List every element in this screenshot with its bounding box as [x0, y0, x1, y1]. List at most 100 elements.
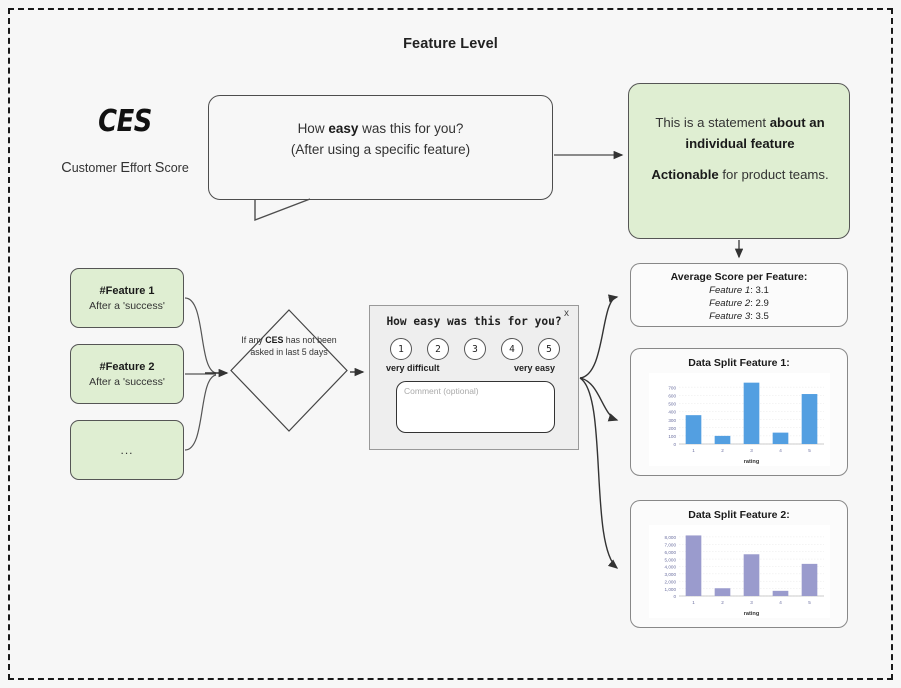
y-tick-label: 100 — [668, 434, 676, 439]
average-score-box — [630, 263, 848, 327]
x-tick-label: 2 — [721, 600, 724, 605]
y-tick-label: 8,000 — [665, 535, 677, 540]
y-tick-label: 500 — [668, 402, 676, 407]
average-score-row-label: Feature 1 — [709, 285, 751, 296]
feature-box-2-subtitle: After a 'success' — [89, 375, 165, 388]
average-score-row-value: 3.5 — [755, 311, 769, 322]
average-score-title: Average Score per Feature: — [670, 271, 808, 283]
x-tick-label: 4 — [779, 600, 782, 605]
y-tick-label: 200 — [668, 426, 676, 431]
rating-option-1[interactable]: 1 — [390, 338, 412, 360]
rating-option-2[interactable]: 2 — [427, 338, 449, 360]
x-tick-label: 1 — [692, 448, 695, 453]
ces-subtitle-core: core — [164, 161, 189, 175]
rating-option-3[interactable]: 3 — [464, 338, 486, 360]
y-tick-label: 1,000 — [665, 587, 677, 592]
decision-text-bold: CES — [265, 335, 284, 345]
question-text: How easy was this for you? (After using … — [208, 118, 553, 160]
x-tick-label: 2 — [721, 448, 724, 453]
y-tick-label: 7,000 — [665, 542, 677, 547]
y-tick-label: 4,000 — [665, 565, 677, 570]
average-score-row-label: Feature 2 — [709, 298, 751, 309]
statement-line2-post: for product teams. — [718, 167, 829, 182]
x-axis-label: rating — [744, 459, 760, 465]
feature-box-3[interactable]: ... — [70, 420, 184, 480]
average-score-row-label: Feature 3 — [709, 311, 751, 322]
page-title: Feature Level — [403, 36, 498, 52]
average-score-row: Feature 2: 2.9 — [630, 298, 848, 309]
average-score-row-value: 2.9 — [755, 298, 769, 309]
x-tick-label: 5 — [808, 600, 811, 605]
question-speech-bubble — [208, 95, 553, 200]
survey-rating-row[interactable]: 1 2 3 4 5 — [390, 338, 560, 360]
ces-subtitle-c: C — [61, 160, 72, 176]
decision-diamond — [230, 309, 348, 432]
feature-box-1[interactable]: #Feature 1 After a 'success' — [70, 268, 184, 328]
ces-subtitle-ffort: ffort — [130, 161, 155, 175]
y-tick-label: 300 — [668, 418, 676, 423]
y-tick-label: 700 — [668, 385, 676, 390]
x-tick-label: 5 — [808, 448, 811, 453]
rating-option-5[interactable]: 5 — [538, 338, 560, 360]
comment-placeholder: Comment (optional) — [404, 386, 479, 396]
average-score-row-sep: : — [750, 285, 756, 296]
statement-box — [628, 83, 850, 239]
comment-input[interactable] — [396, 381, 555, 433]
decision-text-pre: If any — [241, 335, 266, 345]
y-tick-label: 0 — [673, 594, 676, 599]
rating-option-4[interactable]: 4 — [501, 338, 523, 360]
rating-high-label: very easy — [514, 363, 556, 373]
bar — [743, 554, 760, 596]
feature-box-3-subtitle: ... — [120, 443, 134, 457]
close-icon[interactable]: x — [564, 308, 569, 319]
bar — [772, 590, 789, 596]
feature-box-2-title: #Feature 2 — [99, 360, 155, 373]
bar — [685, 535, 702, 596]
x-tick-label: 4 — [779, 448, 782, 453]
question-line1-post: was this for you? — [358, 121, 464, 136]
y-tick-label: 5,000 — [665, 557, 677, 562]
rating-low-label: very difficult — [386, 363, 440, 373]
ces-logo: CES — [98, 104, 152, 139]
y-tick-label: 2,000 — [665, 579, 677, 584]
feature-box-1-subtitle: After a 'success' — [89, 299, 165, 312]
ces-subtitle: Customer Effort Score — [40, 160, 210, 176]
average-score-row: Feature 1: 3.1 — [630, 285, 848, 296]
y-tick-label: 0 — [673, 442, 676, 447]
y-tick-label: 6,000 — [665, 550, 677, 555]
bar — [801, 563, 818, 596]
statement-line1-pre: This is a statement — [655, 115, 770, 130]
ces-subtitle-s: S — [154, 160, 165, 176]
survey-question-text: How easy was this for you? — [386, 315, 562, 328]
chart-title-feature-1: Data Split Feature 1: — [688, 357, 790, 369]
x-tick-label: 1 — [692, 600, 695, 605]
x-tick-label: 3 — [750, 600, 753, 605]
feature-box-1-title: #Feature 1 — [99, 284, 155, 297]
question-line1-bold: easy — [328, 121, 359, 136]
question-line2: (After using a specific feature) — [290, 142, 471, 157]
chart-plot-feature-2: 0 1,000 2,000 3,000 4,000 5,000 6,000 7,000 8,00… — [649, 525, 830, 618]
y-tick-label: 600 — [668, 393, 676, 398]
question-line1-pre: How — [297, 121, 329, 136]
statement-line1-bold: about an individual feature — [685, 115, 825, 151]
bar — [772, 432, 789, 444]
ces-subtitle-ustomer: ustomer — [71, 161, 121, 175]
bar-chart-feature-2: 0 1,000 2,000 3,000 4,000 5,000 6,000 7,000 8,00… — [665, 535, 824, 617]
average-score-row-value: 3.1 — [755, 285, 769, 296]
bar — [685, 415, 702, 444]
chart-title-feature-2: Data Split Feature 2: — [688, 509, 790, 521]
ces-subtitle-e: E — [120, 160, 130, 176]
decision-text-post: has not been asked in last 5 days — [250, 335, 337, 357]
average-score-row-sep: : — [750, 298, 756, 309]
feature-box-2[interactable]: #Feature 2 After a 'success' — [70, 344, 184, 404]
decision-diamond-text: If any CES has not been asked in last 5 … — [241, 334, 337, 358]
y-tick-label: 400 — [668, 410, 676, 415]
y-tick-label: 3,000 — [665, 572, 677, 577]
x-axis-label: rating — [744, 611, 760, 617]
bar — [714, 435, 731, 444]
bar — [801, 394, 818, 444]
average-score-row: Feature 3: 3.5 — [630, 311, 848, 322]
